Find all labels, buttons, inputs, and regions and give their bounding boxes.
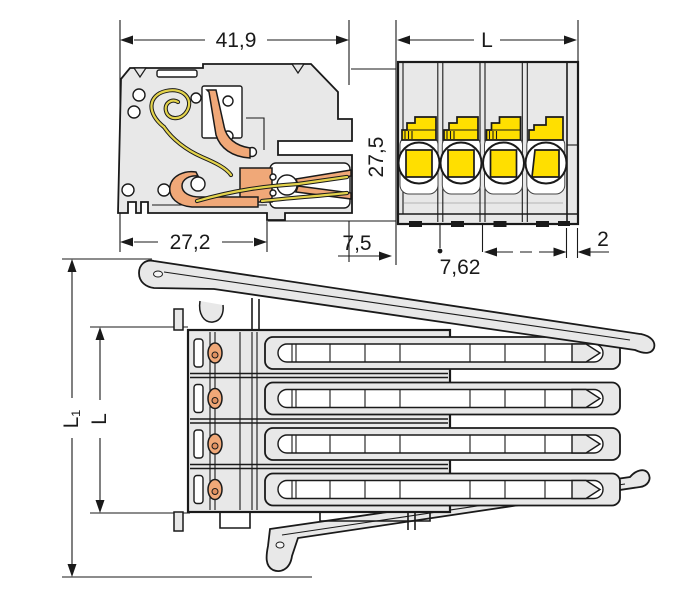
dim-total-length-label: L₁ xyxy=(60,410,83,429)
dim-body-length-label: L xyxy=(88,413,111,425)
contact-pin xyxy=(571,388,602,409)
dim-end-plate-label: 2 xyxy=(597,228,609,251)
clamp-hole xyxy=(190,176,206,192)
plug-rivet xyxy=(269,189,277,197)
latch-notch xyxy=(132,67,148,79)
pole-row-1 xyxy=(193,336,621,370)
contact-window xyxy=(405,149,433,178)
contact-pin xyxy=(571,434,602,454)
dim-pole-pitch-label: 7,62 xyxy=(440,256,481,279)
contact-window xyxy=(447,149,475,178)
lever-pin xyxy=(173,511,184,532)
dim-lower-body-width: 27,2 xyxy=(120,221,268,254)
dim-overall-width-label: 41,9 xyxy=(216,29,257,52)
contact-pin xyxy=(571,343,602,363)
contact-pin xyxy=(571,479,602,500)
pole-row-4 xyxy=(193,472,621,507)
lever-pole-3 xyxy=(485,116,522,141)
front-view xyxy=(396,60,580,227)
dim-length: L xyxy=(395,20,579,265)
mount-bracket xyxy=(219,512,251,529)
contact-window xyxy=(489,149,518,178)
foot-tab xyxy=(493,221,507,227)
pole-row-2 xyxy=(193,381,621,416)
plug-rivet xyxy=(269,173,277,181)
spring-wire xyxy=(149,88,350,204)
dim-length-label: L xyxy=(481,29,493,52)
release-lever-top xyxy=(138,259,656,354)
lever-pivot-hook xyxy=(198,300,224,323)
top-view xyxy=(138,259,656,572)
copper-clamp xyxy=(169,170,259,208)
foot-tab xyxy=(558,221,570,226)
dim-body-length: L xyxy=(88,326,190,514)
lever-pole-4 xyxy=(528,116,564,141)
lever-pole-1 xyxy=(401,116,437,141)
dim-lower-body-width-label: 27,2 xyxy=(170,231,211,254)
dim-pole-pitch: 7,62 xyxy=(437,224,567,279)
dim-end-plate: 2 xyxy=(565,228,609,258)
pole-row-3 xyxy=(193,427,621,461)
housing-hole xyxy=(222,95,234,107)
foot-tab xyxy=(409,221,422,227)
latch-notch xyxy=(290,63,306,75)
foot-tab xyxy=(536,221,549,227)
housing-hole xyxy=(132,88,146,102)
foot-tab xyxy=(451,221,464,227)
lever-pin xyxy=(173,308,184,331)
dim-height-label: 27,5 xyxy=(365,137,388,178)
copper-pin-contact xyxy=(205,89,251,159)
contact-window xyxy=(531,149,560,178)
mount-bracket xyxy=(319,512,431,522)
dim-height: 27,5 xyxy=(351,68,396,178)
housing-hole xyxy=(157,183,171,197)
side-section-view xyxy=(117,63,353,221)
housing-hole xyxy=(121,183,135,197)
housing-hole xyxy=(190,92,202,104)
lever-pole-2 xyxy=(443,116,479,141)
dim-total-length: L₁ xyxy=(60,258,312,578)
dim-plug-projection: 7,5 xyxy=(268,220,396,262)
housing-hole xyxy=(127,105,141,119)
top-slot xyxy=(156,69,198,78)
dim-plug-projection-label: 7,5 xyxy=(342,232,371,255)
